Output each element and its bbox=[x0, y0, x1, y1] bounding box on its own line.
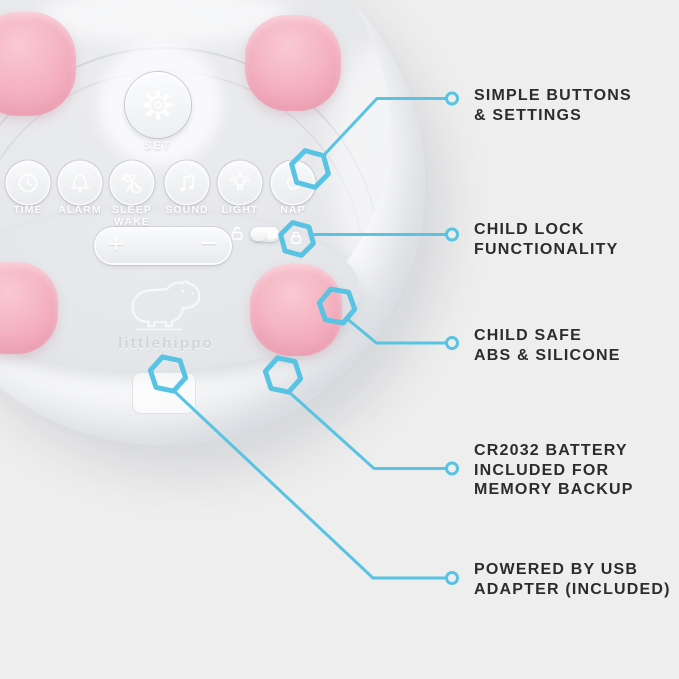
lock-icon bbox=[290, 231, 302, 244]
callout-endpoint-ring bbox=[445, 336, 459, 350]
set-button-label: SET bbox=[144, 140, 172, 152]
light-bulb-icon bbox=[229, 171, 251, 190]
clock-icon bbox=[18, 173, 38, 193]
sound-button[interactable] bbox=[166, 162, 208, 204]
unlock-icon bbox=[231, 226, 243, 240]
callout-endpoint-ring bbox=[445, 227, 459, 242]
nap-moon-icon bbox=[286, 175, 301, 190]
callout-endpoint-ring bbox=[445, 571, 459, 585]
volume-minus[interactable]: − bbox=[200, 226, 218, 260]
callout-label-simple-buttons: SIMPLE BUTTONS& SETTINGS bbox=[474, 87, 632, 124]
silicone-foot bbox=[0, 262, 58, 354]
set-button[interactable] bbox=[125, 72, 191, 138]
callout-endpoint-ring bbox=[445, 91, 459, 106]
gear-icon bbox=[142, 89, 174, 121]
brand-wordmark: littlehippo bbox=[118, 335, 214, 352]
light-button[interactable] bbox=[219, 162, 261, 204]
sound-button-label: SOUND bbox=[165, 204, 209, 216]
music-note-icon bbox=[179, 174, 195, 192]
usb-port-door bbox=[132, 372, 196, 414]
alarm-button[interactable] bbox=[59, 162, 101, 204]
sleep-wake-icon bbox=[121, 172, 143, 194]
nap-button[interactable] bbox=[272, 162, 314, 204]
alarm-button-label: ALARM bbox=[58, 204, 102, 216]
hippo-icon bbox=[131, 280, 201, 331]
nap-button-label: NAP bbox=[280, 204, 306, 216]
silicone-foot bbox=[245, 15, 341, 111]
time-button-label: TIME bbox=[13, 204, 43, 216]
volume-plus[interactable]: + bbox=[108, 229, 124, 259]
child-lock-switch[interactable] bbox=[250, 227, 280, 242]
child-lock-switch-knob[interactable] bbox=[251, 228, 267, 241]
volume-rocker[interactable]: + − bbox=[96, 226, 230, 263]
silicone-foot bbox=[0, 12, 76, 116]
time-button[interactable] bbox=[7, 162, 49, 204]
callout-line bbox=[287, 390, 448, 470]
sleep-wake-button[interactable] bbox=[111, 162, 153, 204]
light-button-label: LIGHT bbox=[221, 204, 259, 216]
bell-icon bbox=[70, 174, 90, 192]
silicone-foot bbox=[250, 264, 342, 356]
callout-endpoint-ring bbox=[445, 461, 459, 476]
